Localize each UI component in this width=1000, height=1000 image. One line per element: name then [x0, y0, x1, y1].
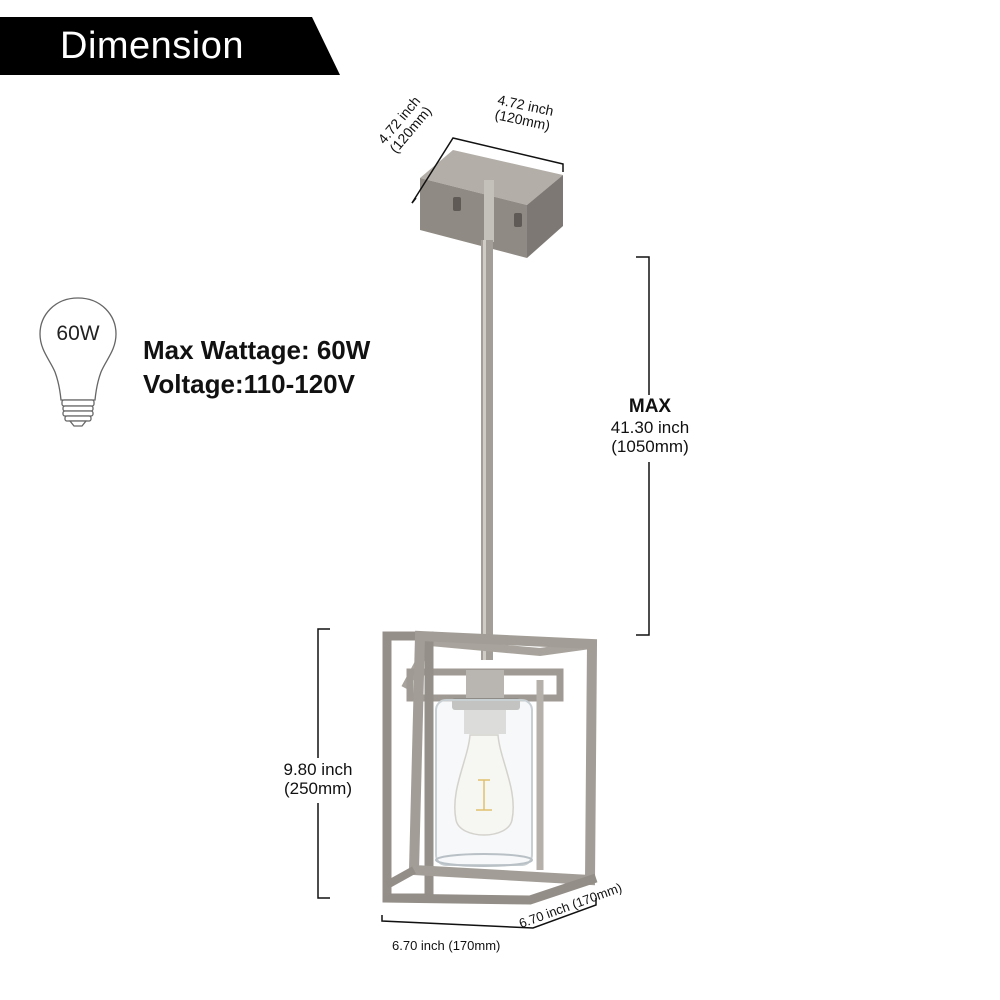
bulb-wattage-label: 60W: [56, 322, 100, 345]
max-height-bracket-bottom: [636, 462, 650, 636]
max-height-bracket-top: [636, 256, 650, 395]
max-height-mm: (1050mm): [611, 437, 689, 456]
max-height-inch: 41.30 inch: [610, 418, 690, 437]
shade-height-bracket-bottom: [317, 803, 330, 899]
max-label: MAX: [628, 396, 672, 417]
downrod: [481, 240, 493, 660]
shade-width-dimension-lines: [381, 898, 597, 929]
max-height-label: MAX 41.30 inch (1050mm): [595, 396, 705, 456]
shade-height-bracket-top: [317, 628, 330, 758]
light-bulb-icon: [39, 297, 117, 427]
max-wattage-spec: Max Wattage: 60W: [143, 335, 371, 365]
shade-height-mm: (250mm): [283, 779, 352, 798]
banner-title: Dimension: [60, 25, 245, 67]
shade-width-label: 6.70 inch (170mm): [392, 938, 501, 953]
shade-height-inch: 9.80 inch: [283, 760, 353, 779]
glass-shade: [435, 699, 533, 867]
shade-height-label: 9.80 inch (250mm): [268, 760, 368, 798]
voltage-spec: Voltage:110-120V: [143, 369, 355, 399]
banner-background: [0, 17, 340, 75]
canopy-plate: [420, 150, 563, 258]
canopy-dimension-lines: [411, 137, 564, 204]
